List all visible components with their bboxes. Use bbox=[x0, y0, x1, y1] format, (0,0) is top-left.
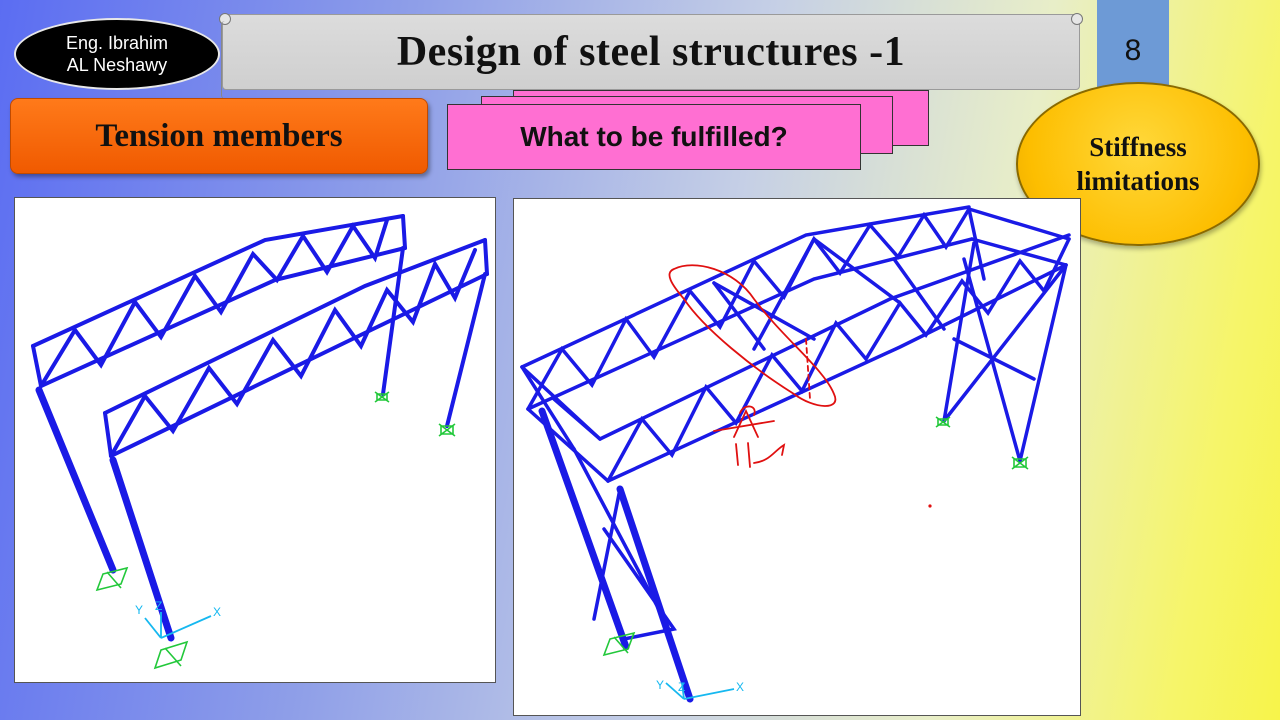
title-banner: Design of steel structures -1 bbox=[219, 13, 1083, 99]
right-axis-x-label: X bbox=[736, 680, 744, 694]
topic-box: Tension members bbox=[10, 98, 428, 174]
right-axis-z-label: Z bbox=[678, 680, 685, 694]
two-frames-drawing: X Y Z bbox=[31, 214, 489, 670]
left-axis-y-label: Y bbox=[135, 603, 143, 617]
left-axis-z-label: Z bbox=[155, 599, 162, 613]
topic-label: Tension members bbox=[95, 117, 343, 154]
author-badge: Eng. Ibrahim AL Neshawy bbox=[14, 18, 220, 90]
figure-two-frames: X Y Z bbox=[14, 197, 496, 683]
page-title: Design of steel structures -1 bbox=[396, 29, 906, 75]
braced-frame-drawing: X Y Z bbox=[520, 205, 1071, 703]
answer-oval: Stiffness limitations bbox=[1016, 82, 1260, 246]
slide-number: 8 bbox=[1097, 0, 1169, 94]
right-axis-y-label: Y bbox=[656, 678, 664, 692]
author-name-line2: AL Neshawy bbox=[66, 55, 168, 75]
answer-line1: Stiffness bbox=[1089, 132, 1187, 162]
slide-number-text: 8 bbox=[1124, 34, 1142, 67]
answer-line2: limitations bbox=[1076, 166, 1200, 196]
question-label: What to be fulfilled? bbox=[520, 121, 788, 152]
question-box: What to be fulfilled? bbox=[447, 104, 861, 170]
author-name-line1: Eng. Ibrahim bbox=[65, 33, 169, 53]
figure-braced-frame: X Y Z bbox=[513, 198, 1081, 716]
left-axis-x-label: X bbox=[213, 605, 221, 619]
